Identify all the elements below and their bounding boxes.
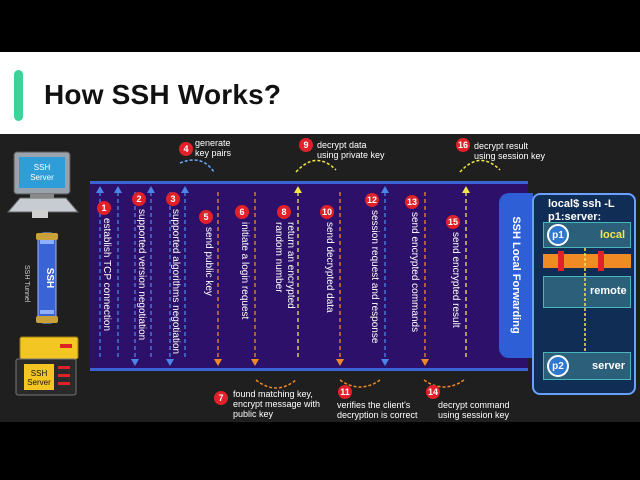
- arrow-head: [147, 186, 155, 193]
- note-arrow-16: [459, 159, 501, 173]
- ssh-tunnel-band: [90, 181, 528, 371]
- step-badge: 15: [446, 215, 460, 229]
- title-bar: [0, 52, 640, 134]
- note-text: decrypt data using private key: [317, 140, 385, 160]
- message-arrows: [96, 186, 470, 366]
- arrow-head: [381, 359, 389, 366]
- client-screen-label-2: Server: [30, 173, 54, 182]
- step-badge: 1: [97, 201, 111, 215]
- note-arrow-11: [339, 379, 381, 388]
- note-badge: 9: [299, 138, 313, 152]
- note-arrow-14: [423, 379, 465, 388]
- monitor-icon: [6, 151, 80, 218]
- arrow-head: [462, 186, 470, 193]
- port-p1: p1: [547, 224, 569, 246]
- arrow-head: [251, 359, 259, 366]
- step-badge: 12: [365, 193, 379, 207]
- arrow-head: [381, 186, 389, 193]
- forward-marker-2: [598, 251, 604, 271]
- note-arrow-4: [179, 159, 215, 173]
- server-rack-icon: [15, 336, 79, 396]
- server-label-2: Server: [27, 378, 51, 387]
- arrow-head: [166, 359, 174, 366]
- arrow-head: [336, 359, 344, 366]
- step-badge: 5: [199, 210, 213, 224]
- step-badge: 6: [235, 205, 249, 219]
- port-p2: p2: [547, 355, 569, 377]
- forward-marker-1: [558, 251, 564, 271]
- note-arrow-7: [255, 379, 297, 389]
- client-screen-label-1: SSH: [34, 163, 51, 172]
- forward-bar: [543, 254, 631, 268]
- remote-label: remote: [590, 285, 627, 297]
- arrow-head: [181, 186, 189, 193]
- note-arrow-9: [295, 159, 337, 173]
- local-label: local: [600, 229, 626, 241]
- remote-box: [543, 276, 631, 308]
- server-label-1: SSH: [31, 369, 48, 378]
- arrow-head: [114, 186, 122, 193]
- arrow-head: [421, 359, 429, 366]
- note-badge: 4: [179, 142, 193, 156]
- note-badge: 14: [426, 385, 440, 399]
- note-badge: 7: [214, 391, 228, 405]
- pipe-icon: [36, 232, 58, 324]
- note-text: verifies the client's decryption is corr…: [337, 400, 418, 420]
- step-badge: 3: [166, 192, 180, 206]
- note-badge: 11: [338, 385, 352, 399]
- step-badge: 2: [132, 192, 146, 206]
- arrow-head: [96, 186, 104, 193]
- note-text: decrypt result using session key: [474, 141, 546, 161]
- arrow-head: [294, 186, 302, 193]
- arrow-head: [214, 359, 222, 366]
- step-badge: 8: [277, 205, 291, 219]
- note-text: decrypt command using session key: [438, 400, 510, 420]
- note-text: found matching key, encrypt message with…: [233, 389, 321, 419]
- forwarding-tab: [499, 193, 533, 358]
- note-badge: 16: [456, 138, 470, 152]
- note-text: generate key pairs: [195, 138, 232, 158]
- server-port-label: server: [592, 360, 626, 372]
- pipe-label: SSH: [44, 268, 55, 289]
- arrow-head: [131, 359, 139, 366]
- step-badge: 13: [405, 195, 419, 209]
- page-title: How SSH Works?: [44, 79, 282, 110]
- title-accent-bar: [14, 70, 23, 121]
- step-badge: 10: [320, 205, 334, 219]
